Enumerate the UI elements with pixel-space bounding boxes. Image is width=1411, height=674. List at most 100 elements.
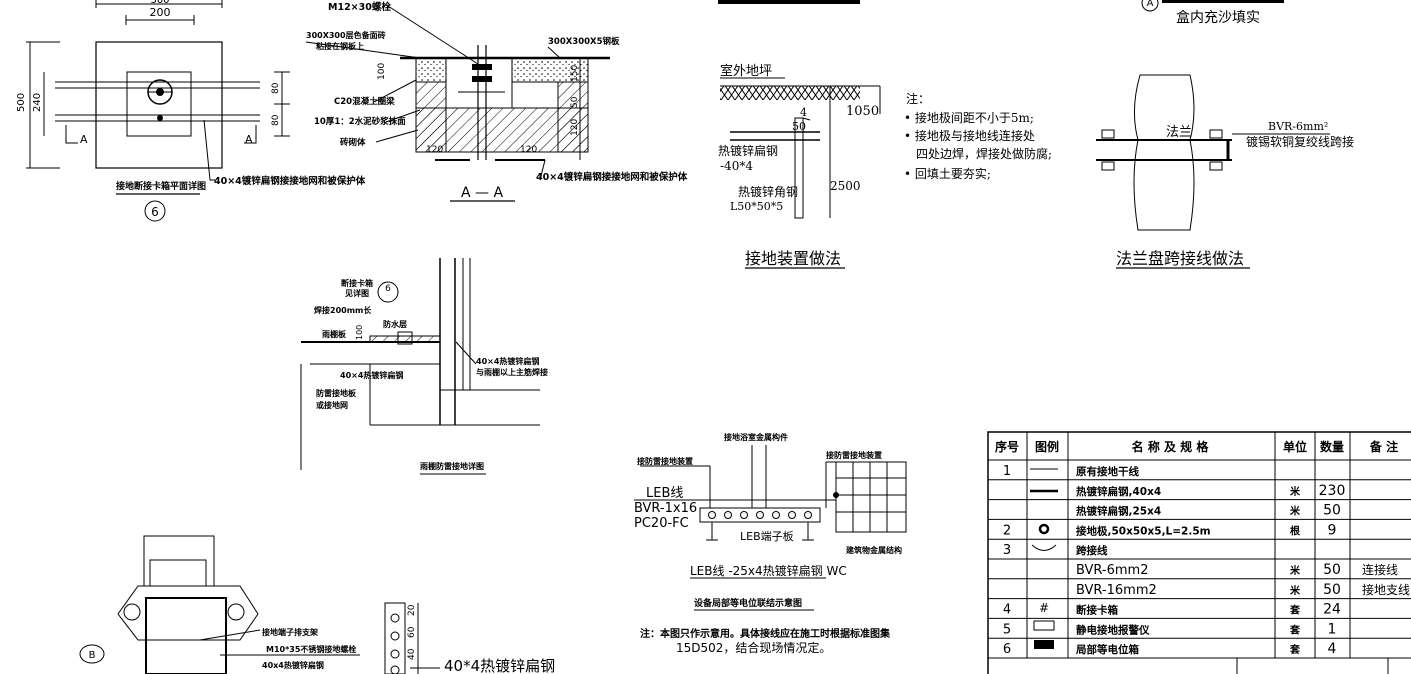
leb-terminal-hole [756, 511, 764, 519]
label-plate: 300X300X5钢板 [548, 36, 620, 47]
bracket-label-3: 40x4热镀锌扁钢 [262, 660, 324, 670]
row-unit: 根 [1290, 524, 1300, 537]
dim-80a: 80 [271, 82, 281, 94]
row-qty: 4 [1328, 641, 1337, 657]
dim-300: 300 [150, 0, 169, 6]
row-name: 局部等电位箱 [1075, 643, 1139, 656]
row-name: 热镀锌扁钢,25x4 [1076, 505, 1161, 518]
leb-left-label: 接防雷接地装置 [637, 456, 693, 466]
grounding-title: 接地装置做法 [745, 249, 841, 268]
label-bvr: BVR-6mm² [1268, 120, 1328, 133]
leb-note2: 15D502，结合现场情况定。 [676, 640, 831, 655]
label-cover2: 粘接在钢板上 [315, 41, 364, 51]
row-number: 2 [1003, 523, 1011, 538]
leb-terminal-hole [772, 511, 780, 519]
canopy-box-label2: 见详图 [345, 288, 369, 298]
leb-line3: PC20-FC [634, 516, 689, 531]
dim-50: 50 [792, 120, 806, 133]
detail-6-plan: 300 200 500 240 80 80 A A 40×4镀锌扁钢接接地网和被… [16, 0, 366, 222]
grounding-device: 室外地坪 1050 4 50 2500 热镀锌扁钢 -40*4 热镀锌角钢 L5… [718, 0, 1052, 269]
row-name: 断接卡箱 [1076, 604, 1118, 617]
leb-terminal-hole [740, 511, 748, 519]
legend-ground-rod [1038, 523, 1050, 535]
note-2: • 接地极与接地线连接处 [904, 128, 1035, 143]
dim-120-left: 120 [426, 145, 443, 155]
legend-jumper [1031, 544, 1057, 551]
row-qty: 9 [1328, 522, 1337, 538]
dim-200: 200 [150, 6, 171, 19]
leb-terminal-hole [804, 511, 812, 519]
leb-line2: BVR-1x16 [634, 501, 697, 516]
leb-bottom: LEB线 -25x4热镀锌扁钢 WC [690, 564, 847, 578]
dim-4: 4 [800, 106, 807, 119]
flange-title: 法兰盘跨接线做法 [1116, 249, 1244, 268]
row-unit: 米 [1290, 505, 1301, 518]
row-unit: 米 [1290, 485, 1301, 498]
note-3: 四处边焊，焊接处做防腐; [916, 146, 1052, 161]
leb-title: 设备局部等电位联结示意图 [694, 597, 802, 609]
table-header-cell: 备 注 [1369, 439, 1398, 454]
leb-terminal-hole [724, 511, 732, 519]
label-angle-spec: L50*50*5 [730, 200, 783, 213]
dim-80b: 80 [271, 114, 281, 126]
dim-150: 150 [570, 65, 580, 82]
leb-top-label: 接地浴室金属构件 [724, 432, 788, 442]
legend-alarm-icon [1033, 620, 1055, 631]
canopy-box-label: 断接卡箱 [341, 278, 373, 288]
note-4: • 回填土要夯实; [904, 166, 991, 181]
canopy-ref-number: 6 [385, 284, 391, 294]
dim-500: 500 [16, 93, 27, 112]
label-flat-spec: -40*4 [720, 159, 753, 173]
row-qty: 230 [1319, 483, 1346, 499]
canopy-title: 雨棚防雷接地详图 [420, 461, 484, 471]
label-floor: 室外地坪 [720, 63, 772, 79]
leb-note1: 注：本图只作示意用。具体接线应在施工时根据标准图集 [640, 627, 891, 640]
bracket-big-label: 40*4热镀锌扁钢 [444, 657, 555, 674]
canopy-strip: 40×4热镀锌扁钢 [340, 370, 403, 380]
detail-6-title: 接地断接卡箱平面详图 [116, 180, 206, 192]
dim-2500: 2500 [830, 179, 861, 193]
row-qty: 24 [1323, 602, 1341, 618]
table-header-cell: 序号 [995, 439, 1019, 454]
row-number: 5 [1003, 622, 1011, 637]
legend-leb-box-icon [1034, 640, 1054, 649]
circle-a: A [1147, 0, 1154, 9]
leb-line1: LEB线 [646, 486, 683, 501]
legend-test-box-icon: # [1039, 601, 1049, 615]
label-flat-steel: 热镀锌扁钢 [718, 144, 778, 158]
row-name: 接地极,50x50x5,L=2.5m [1076, 524, 1211, 537]
bracket-dim-60: 60 [407, 626, 417, 638]
leb-terminal-hole [788, 511, 796, 519]
row-note: 连接线 [1362, 562, 1398, 577]
row-number: 3 [1003, 543, 1011, 558]
row-unit: 米 [1290, 564, 1301, 577]
bracket-dim-40: 40 [407, 648, 417, 660]
row-qty: 50 [1323, 582, 1341, 598]
bracket-label-2: M10*35不锈钢接地螺栓 [266, 644, 356, 654]
dim-50: 50 [570, 96, 580, 108]
row-note: 接地支线 [1362, 582, 1410, 597]
table-header-cell: 名 称 及 规 格 [1132, 439, 1210, 454]
row-qty: 1 [1328, 621, 1337, 637]
canopy-weld: 焊接200mm长 [314, 305, 372, 315]
canopy-detail: 6 断接卡箱 见详图 焊接200mm长 雨棚板 防水层 100 40×4热镀锌扁… [300, 258, 548, 475]
bracket-dim-20: 20 [407, 604, 417, 616]
section-strip-label: 40×4镀锌扁钢接接地网和被保护体 [536, 171, 688, 183]
flange-jumper: A 盒内充沙填实 法兰 BVR-6mm² 镀锡软铜复绞线跨接 法兰盘跨接线做法 [1096, 0, 1354, 269]
label-mortar: 10厚1：2水泥砂浆抹面 [314, 116, 406, 127]
canopy-plate: 雨棚板 [322, 329, 347, 339]
dim-120-right: 120 [520, 145, 537, 155]
label-sand: 盒内充沙填实 [1176, 9, 1260, 26]
section-mark-right: A [245, 133, 253, 146]
table-header-cell: 单位 [1283, 439, 1307, 454]
row-number: 4 [1003, 603, 1011, 618]
canopy-right2: 与雨棚以上主筋焊接 [476, 367, 548, 377]
label-flange: 法兰 [1166, 125, 1192, 140]
row-name: 原有接地干线 [1076, 465, 1139, 478]
leb-structure: 建筑物金属结构 [845, 545, 902, 555]
row-number: 6 [1003, 642, 1011, 657]
row-name: 静电接地报警仪 [1076, 623, 1150, 636]
canopy-coat: 防水层 [383, 319, 407, 329]
dim-120-vertical: 120 [570, 119, 580, 136]
